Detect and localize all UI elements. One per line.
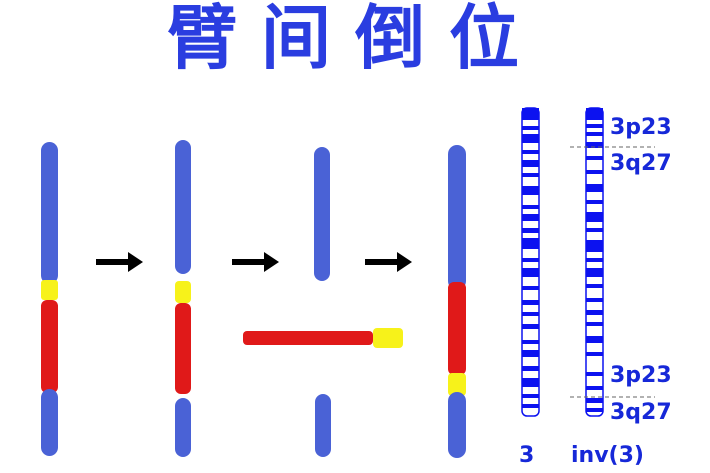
label-chromosome-inv3: inv(3) [571,443,644,468]
ideogram-inverted [585,107,604,417]
ideogram-band [586,322,603,326]
arrow-step-1 [96,252,143,272]
label-bottom-3p23: 3p23 [610,363,672,388]
ideogram-band [522,160,539,167]
ideogram-band [586,310,603,315]
ideogram-band [522,404,539,408]
inverted-region-segment [41,300,58,393]
ideogram-band [522,214,539,221]
ideogram-band [522,186,539,195]
ideogram-band [522,258,539,262]
ideogram-band [522,150,539,154]
ideogram-band [522,268,539,277]
upper-arm-segment [314,147,330,281]
label-top-3p23: 3p23 [610,115,672,140]
ideogram-band [586,200,603,204]
ideogram-band [522,378,539,387]
ideogram-band [522,238,539,249]
upper-arm-segment [175,140,191,274]
ideogram-band [586,184,603,192]
ideogram-band [522,340,539,344]
lower-arm-segment [315,394,331,457]
label-bottom-3q27: 3q27 [610,400,672,425]
ideogram-band [522,108,539,120]
ideogram-band [586,408,603,412]
lower-arm-segment [448,392,466,458]
ideogram-band [586,142,603,148]
inverted-region-segment [448,282,466,375]
ideogram-band [586,284,603,288]
ideogram-band [522,205,539,209]
rotated-centromere [373,328,403,348]
ideogram-band [586,212,603,222]
lower-arm-segment [41,389,58,456]
label-top-3q27: 3q27 [610,151,672,176]
ideogram-band [586,240,603,252]
ideogram-band [522,366,539,371]
centromere-segment [175,281,191,303]
ideogram-band [522,324,539,329]
ideogram-band [586,398,603,403]
chromosome-breaks [175,140,191,457]
ideogram-band [586,108,603,120]
ideogram-band [522,173,539,177]
ideogram-band [522,286,539,290]
ideogram-band [586,156,603,160]
ideogram-band [586,298,603,302]
label-chromosome-3: 3 [519,443,535,468]
chromosome-rotation [243,147,403,457]
ideogram-band [522,394,539,398]
lower-arm-segment [175,398,191,457]
title: 臂间倒位 [167,0,543,79]
ideogram-band [586,372,603,376]
ideogram-band [586,258,603,262]
arrow-step-3 [365,252,412,272]
ideogram-band [586,170,603,174]
ideogram-band [586,132,603,136]
rotated-inverted-region [243,331,373,345]
upper-arm-segment [448,145,466,290]
ideogram-band [586,268,603,277]
ideogram-band [522,134,539,143]
ideogram-normal [521,107,540,417]
upper-arm-segment [41,142,58,284]
ideogram-band [586,352,603,356]
ideogram-band [586,228,603,232]
ideogram-band [522,126,539,130]
ideogram-band [522,312,539,316]
ideogram-band [586,124,603,128]
ideogram-band [522,350,539,357]
ideogram-band [586,386,603,390]
ideogram-band [586,336,603,343]
centromere-segment [448,373,466,396]
inverted-region-segment [175,303,191,394]
ideogram-band [522,300,539,305]
chromosome-original [41,142,58,456]
ideogram-band [522,228,539,233]
chromosome-inverted [448,145,466,458]
centromere-segment [41,280,58,300]
arrow-step-2 [232,252,279,272]
